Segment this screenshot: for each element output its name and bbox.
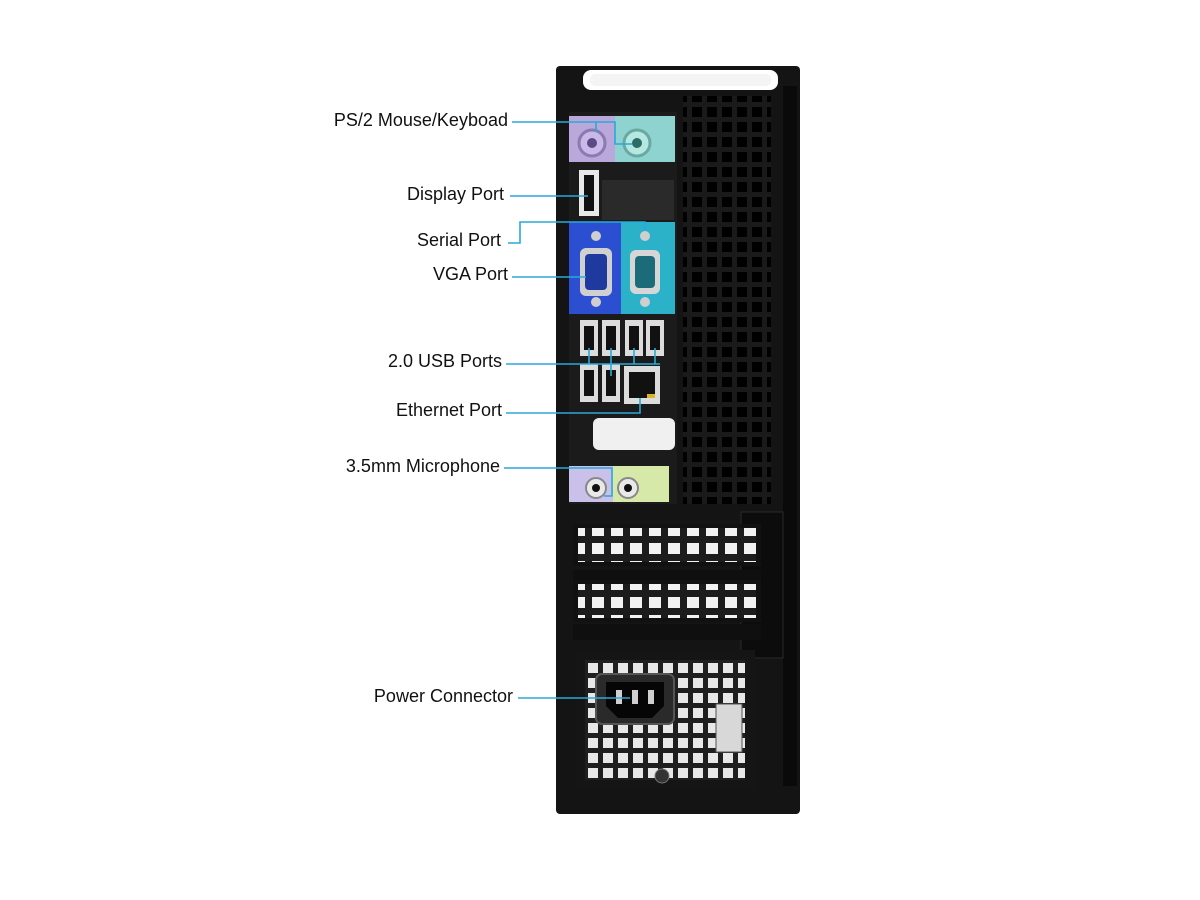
leader-line-ps2-b: [596, 121, 632, 145]
callout-mic: 3.5mm Microphone: [345, 456, 500, 476]
leader-line-ethernet: [506, 398, 641, 414]
vent-grille-icon: [683, 96, 771, 504]
label-sticker: [593, 418, 675, 450]
serial-port-icon: [621, 222, 675, 314]
audio-jack-icon: [569, 466, 669, 502]
power-inlet-icon: [595, 673, 743, 784]
leader-line-serial: [508, 221, 646, 244]
pci-slot-covers: [573, 524, 761, 640]
usb-port-icon: [580, 320, 664, 402]
displayport-icon: [579, 170, 674, 220]
callout-power: Power Connector: [373, 686, 513, 706]
callout-vga: VGA Port: [432, 264, 508, 284]
vga-port-icon: [569, 222, 621, 314]
ps2-port-icon: [569, 116, 675, 162]
leader-line-mic: [504, 467, 613, 497]
callout-ethernet: Ethernet Port: [395, 400, 502, 420]
leader-line-ps2: [512, 121, 597, 132]
callout-serial: Serial Port: [416, 230, 501, 250]
leader-lines: [504, 121, 660, 699]
ethernet-port-icon: [624, 366, 660, 404]
callout-ps2: PS/2 Mouse/Keyboad: [333, 110, 508, 130]
callout-usb: 2.0 USB Ports: [387, 351, 502, 371]
callout-displayport: Display Port: [406, 184, 504, 204]
